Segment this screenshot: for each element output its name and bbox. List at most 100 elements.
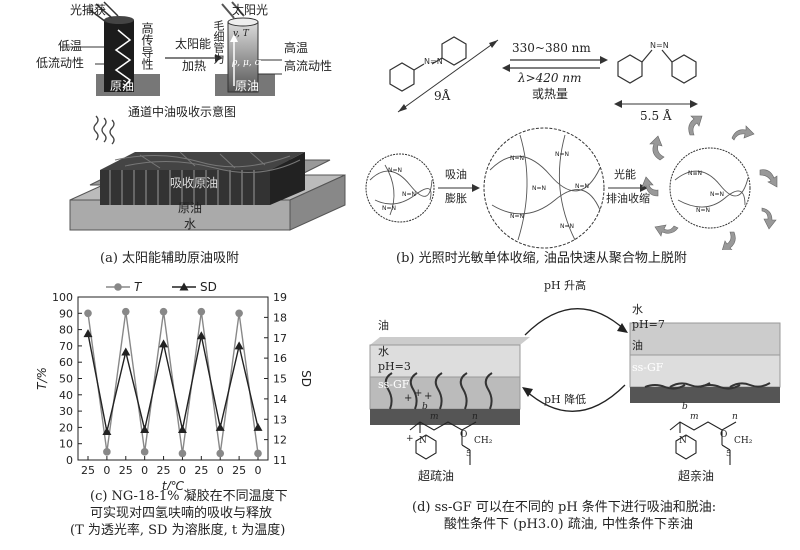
caption-c-line3: (T 为透光率, SD 为溶胀度, t 为温度) <box>70 523 286 538</box>
low-fluidity-label: 低流动性 <box>36 56 85 70</box>
or-heat-label: 或热量 <box>532 87 569 101</box>
m-label-right: m <box>690 412 699 422</box>
svg-text:N=N: N=N <box>710 191 724 198</box>
y-left-axis-label: T/% <box>35 367 49 390</box>
svg-text:N=N: N=N <box>650 41 669 50</box>
uv-range-label: 330~380 nm <box>512 41 591 55</box>
light-capture-label: 光捕获 <box>70 3 107 17</box>
point-t <box>254 449 262 458</box>
y-right-axis-label: SD <box>299 370 313 387</box>
heat-conduction-arrow <box>114 29 132 89</box>
ph3-label: pH=3 <box>378 360 411 373</box>
solar-heating-label-1: 太阳能 <box>175 37 212 51</box>
cis-azobenzene <box>617 49 697 84</box>
five-label-right: 5 <box>726 449 732 458</box>
point-t <box>103 448 111 456</box>
x-tick-label: 0 <box>103 464 110 477</box>
panel-b-figure: N=N N=N N=N N=N N=N <box>365 36 778 252</box>
y-right-tick-label: 11 <box>273 454 287 467</box>
polymer-swollen <box>483 127 605 249</box>
o-label-left: O <box>460 430 468 440</box>
five-label-left: 5 <box>466 449 472 458</box>
n-atom-left: N <box>419 436 427 446</box>
y-right-tick-label: 19 <box>273 291 287 304</box>
x-tick-label: 0 <box>141 464 148 477</box>
ssgf-right-label: ss-GF <box>632 361 664 374</box>
point-t <box>235 309 243 318</box>
svg-text:N=N: N=N <box>510 155 524 162</box>
svg-text:N=N: N=N <box>575 183 589 190</box>
y-left-tick-label: 30 <box>59 405 73 418</box>
y-left-tick-label: 40 <box>59 389 73 402</box>
point-sd <box>253 422 263 431</box>
n-atom-right: N <box>679 436 687 446</box>
ph7-label: pH=7 <box>632 318 665 331</box>
point-sd <box>234 341 244 350</box>
plus-label-1: + <box>404 393 413 404</box>
n-label-right: n <box>732 412 738 422</box>
point-t <box>84 309 92 318</box>
y-left-tick-label: 80 <box>59 324 73 337</box>
plus-label-2: + <box>414 388 423 399</box>
svg-text:N=N: N=N <box>402 191 416 198</box>
polymer-shrunk <box>669 147 751 229</box>
caption-c-line2: 可实现对四氢呋喃的吸收与释放 <box>90 506 273 521</box>
x-tick-label: 25 <box>119 464 133 477</box>
high-fluidity-label: 高流动性 <box>284 59 333 73</box>
x-tick-label: 0 <box>217 464 224 477</box>
point-sd <box>83 329 93 338</box>
oil-right-label: 油 <box>632 339 643 352</box>
legend-marker-sd <box>179 282 189 291</box>
b-label-left: b <box>422 402 428 412</box>
point-t <box>197 307 206 316</box>
b-label-right: b <box>682 402 688 412</box>
chart-svg: 0102030405060708090100111213141516171819… <box>35 280 313 493</box>
oil-left-label: 油 <box>378 319 389 332</box>
panel-d: pH 升高 pH 降低 油 水 pH=3 ss-GF 水 pH=7 油 ss-G… <box>360 275 800 550</box>
x-tick-label: 25 <box>157 464 171 477</box>
molecule-right <box>669 421 737 465</box>
caption-d-line2: 酸性条件下 (pH3.0) 疏油, 中性条件下亲油 <box>444 517 694 532</box>
panel-d-figure <box>369 308 781 465</box>
sunlight-label: 太阳光 <box>232 3 269 17</box>
water-right-label: 水 <box>632 303 643 316</box>
slab-left <box>369 337 530 425</box>
legend-label-t: T <box>134 280 143 294</box>
cylinder-right <box>227 21 259 93</box>
v-t-label: v, T <box>233 29 249 39</box>
y-right-tick-label: 15 <box>273 373 287 386</box>
oil-layer-label: 原油 <box>178 201 203 215</box>
polymer-small <box>365 153 435 223</box>
y-right-tick-label: 14 <box>273 393 287 406</box>
svg-text:N=N: N=N <box>424 57 443 66</box>
superoleophilic-label: 超亲油 <box>678 469 715 483</box>
ch2-label-right: CH₂ <box>734 436 753 446</box>
point-sd <box>177 424 187 433</box>
point-t <box>140 448 149 456</box>
molecule-left <box>409 421 477 465</box>
y-right-tick-label: 18 <box>273 311 287 324</box>
y-right-tick-label: 12 <box>273 434 287 447</box>
svg-text:N=N: N=N <box>560 223 574 230</box>
low-temp-label: 低温 <box>58 39 83 53</box>
x-tick-label: 0 <box>255 464 262 477</box>
trans-azobenzene <box>389 36 467 92</box>
n-label-left: n <box>472 412 478 422</box>
ssgf-left-label: ss-GF <box>378 378 410 391</box>
rho-mu-sigma-label: ρ, μ, σ <box>232 58 261 68</box>
svg-text:N=N: N=N <box>532 185 546 192</box>
point-t <box>178 449 187 458</box>
ph-down-label: pH 降低 <box>544 393 587 406</box>
caption-c-line1: (c) NG-18-1% 凝胶在不同温度下 <box>90 489 288 504</box>
point-sd <box>159 339 169 348</box>
plus-label-4: + <box>406 434 414 444</box>
point-sd <box>121 347 131 356</box>
water-layer-label: 水 <box>184 217 197 231</box>
o-label-right: O <box>720 430 728 440</box>
y-left-tick-label: 0 <box>66 454 73 467</box>
expelled-oil-arrows <box>641 115 778 252</box>
slab-right <box>629 322 781 403</box>
point-sd <box>215 422 225 431</box>
svg-text:N=N: N=N <box>696 207 710 214</box>
